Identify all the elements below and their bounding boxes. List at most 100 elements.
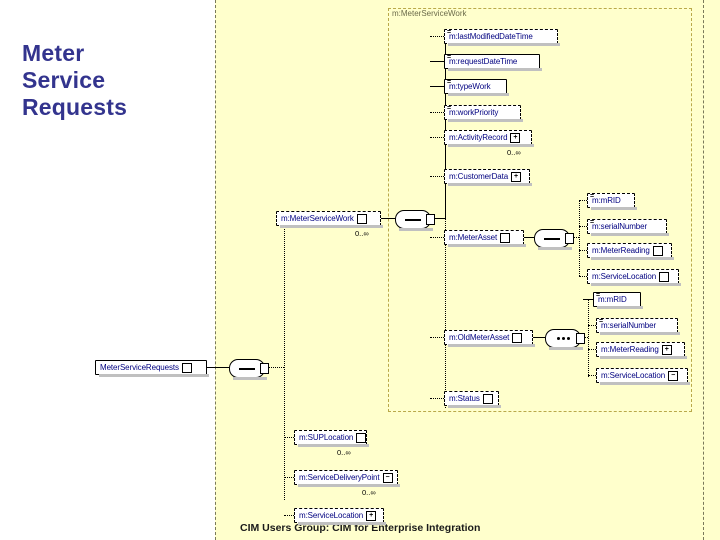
node-label: m:mRID xyxy=(598,294,627,304)
required-marker-icon: = xyxy=(590,193,595,200)
line-child-activityrecord xyxy=(430,137,446,138)
line-om-child-meterreading xyxy=(588,349,596,350)
node-servicelocation-bottom[interactable]: m:ServiceLocation + xyxy=(294,508,386,525)
line-msw-to-seq xyxy=(381,218,395,219)
node-suplocation[interactable]: m:SUPLocation xyxy=(294,430,369,447)
node-label: m:MeterReading xyxy=(592,245,650,255)
node-label: m:ServiceLocation xyxy=(299,510,364,520)
node-meterreading-oldmeterasset[interactable]: m:MeterReading + xyxy=(596,342,687,359)
node-status[interactable]: m:Status xyxy=(444,391,501,408)
canvas-right-edge xyxy=(703,0,704,540)
node-label: m:MeterServiceWork xyxy=(281,213,354,223)
node-activityrecord[interactable]: m:ActivityRecord + xyxy=(444,130,534,147)
line-rootseq-out xyxy=(262,367,284,368)
line-om-child-serialnumber xyxy=(588,325,596,326)
line-oldmeter-children-spine xyxy=(588,299,589,377)
line-child-customerdata xyxy=(430,176,446,177)
node-workpriority[interactable]: = m:workPriority xyxy=(444,105,523,122)
line-meterasset-to-seq xyxy=(524,237,534,238)
node-servicelocation-meterasset[interactable]: m:ServiceLocation xyxy=(587,269,681,286)
line-root-spine xyxy=(284,218,285,500)
node-label: m:workPriority xyxy=(449,107,499,117)
node-label: m:serialNumber xyxy=(592,221,648,231)
node-label: m:lastModifiedDateTime xyxy=(449,31,533,41)
line-root-to-seq xyxy=(215,367,229,368)
nub-meterasset-seq xyxy=(565,233,574,244)
expander-icon[interactable] xyxy=(500,232,511,243)
node-label: m:Status xyxy=(449,393,480,403)
expander-plus-icon[interactable]: + xyxy=(661,344,672,355)
node-serialnumber-meterasset[interactable]: = m:serialNumber xyxy=(587,219,669,236)
node-requestdatetime[interactable]: = m:requestDateTime xyxy=(444,54,542,71)
node-label: m:mRID xyxy=(592,195,621,205)
expander-icon[interactable] xyxy=(181,362,192,373)
nub-root-seq xyxy=(260,363,269,374)
sequence-connector-root[interactable] xyxy=(229,359,267,380)
node-servicedeliverypoint[interactable]: m:ServiceDeliveryPoint − xyxy=(294,470,400,487)
line-child-oldmeterasset xyxy=(430,337,446,338)
line-meterasset-children-spine xyxy=(579,200,580,276)
expander-plus-icon[interactable]: + xyxy=(366,510,377,521)
required-marker-icon: = xyxy=(447,54,452,61)
line-child-status xyxy=(430,398,446,399)
node-customerdata[interactable]: m:CustomerData + xyxy=(444,169,532,186)
line-ma-child-servicelocation xyxy=(579,276,587,277)
node-meterservicework[interactable]: m:MeterServiceWork xyxy=(276,211,383,228)
node-meterasset[interactable]: m:MeterAsset xyxy=(444,230,526,247)
title-line-2: Service xyxy=(22,67,106,93)
node-lastmodifieddatetime[interactable]: = m:lastModifiedDateTime xyxy=(444,29,560,46)
node-label: m:MeterAsset xyxy=(449,232,498,242)
expander-minus-icon[interactable]: − xyxy=(382,472,393,483)
page-title: Meter Service Requests xyxy=(22,40,202,121)
expander-icon[interactable] xyxy=(659,271,670,282)
expander-icon[interactable] xyxy=(482,393,493,404)
expander-plus-icon[interactable]: + xyxy=(511,171,522,182)
node-label: m:CustomerData xyxy=(449,171,509,181)
line-workseq-out xyxy=(429,218,445,219)
sequence-connector-meterasset[interactable] xyxy=(534,229,572,250)
required-marker-icon: = xyxy=(447,79,452,86)
cardinality-activityrecord: 0..∞ xyxy=(507,148,521,157)
node-label: m:ActivityRecord xyxy=(449,132,508,142)
node-label: m:OldMeterAsset xyxy=(449,332,510,342)
node-servicelocation-oldmeterasset[interactable]: m:ServiceLocation − xyxy=(596,368,690,385)
node-label: m:requestDateTime xyxy=(449,56,518,66)
line-branch-servicelocation3 xyxy=(284,515,294,516)
title-line-3: Requests xyxy=(22,94,128,120)
expander-plus-icon[interactable]: + xyxy=(510,132,521,143)
node-label: m:ServiceDeliveryPoint xyxy=(299,472,380,482)
footer-text: CIM Users Group: CIM for Enterprise Inte… xyxy=(240,522,481,534)
line-ma-child-mrid xyxy=(579,200,587,201)
required-marker-icon: = xyxy=(447,105,452,112)
expander-minus-icon[interactable]: − xyxy=(668,370,679,381)
required-marker-icon: = xyxy=(596,292,601,299)
group-box-label: m:MeterServiceWork xyxy=(392,9,467,18)
node-label: m:SUPLocation xyxy=(299,432,354,442)
line-ma-child-meterreading xyxy=(579,250,587,251)
expander-icon[interactable] xyxy=(356,432,367,443)
node-oldmeterasset[interactable]: m:OldMeterAsset xyxy=(444,330,535,347)
line-child-requestdatetime xyxy=(430,61,446,62)
expander-icon[interactable] xyxy=(356,213,367,224)
node-serialnumber-oldmeterasset[interactable]: = m:serialNumber xyxy=(596,318,680,335)
node-meterreading-meterasset[interactable]: m:MeterReading xyxy=(587,243,674,260)
canvas-left-edge xyxy=(215,0,216,540)
sequence-glyph xyxy=(239,367,255,370)
node-mrid-meterasset[interactable]: = m:mRID xyxy=(587,193,637,210)
node-mrid-oldmeterasset[interactable]: = m:mRID xyxy=(593,292,643,309)
expander-icon[interactable] xyxy=(652,245,663,256)
node-typework[interactable]: = m:typeWork xyxy=(444,79,509,96)
line-om-child-mrid xyxy=(583,299,593,300)
line-om-child-servicelocation xyxy=(588,375,596,376)
node-meterservicerequests[interactable]: MeterServiceRequests xyxy=(95,360,209,377)
node-label: m:typeWork xyxy=(449,81,491,91)
cardinality-servicedeliverypoint: 0..∞ xyxy=(362,488,376,497)
sequence-glyph xyxy=(405,218,421,221)
line-work-children-spine-lower xyxy=(445,218,446,408)
expander-icon[interactable] xyxy=(512,332,523,343)
choice-glyph xyxy=(556,337,570,340)
line-ma-child-serialnumber xyxy=(579,226,587,227)
line-child-spine-solid xyxy=(445,36,446,162)
title-line-1: Meter xyxy=(22,40,85,66)
